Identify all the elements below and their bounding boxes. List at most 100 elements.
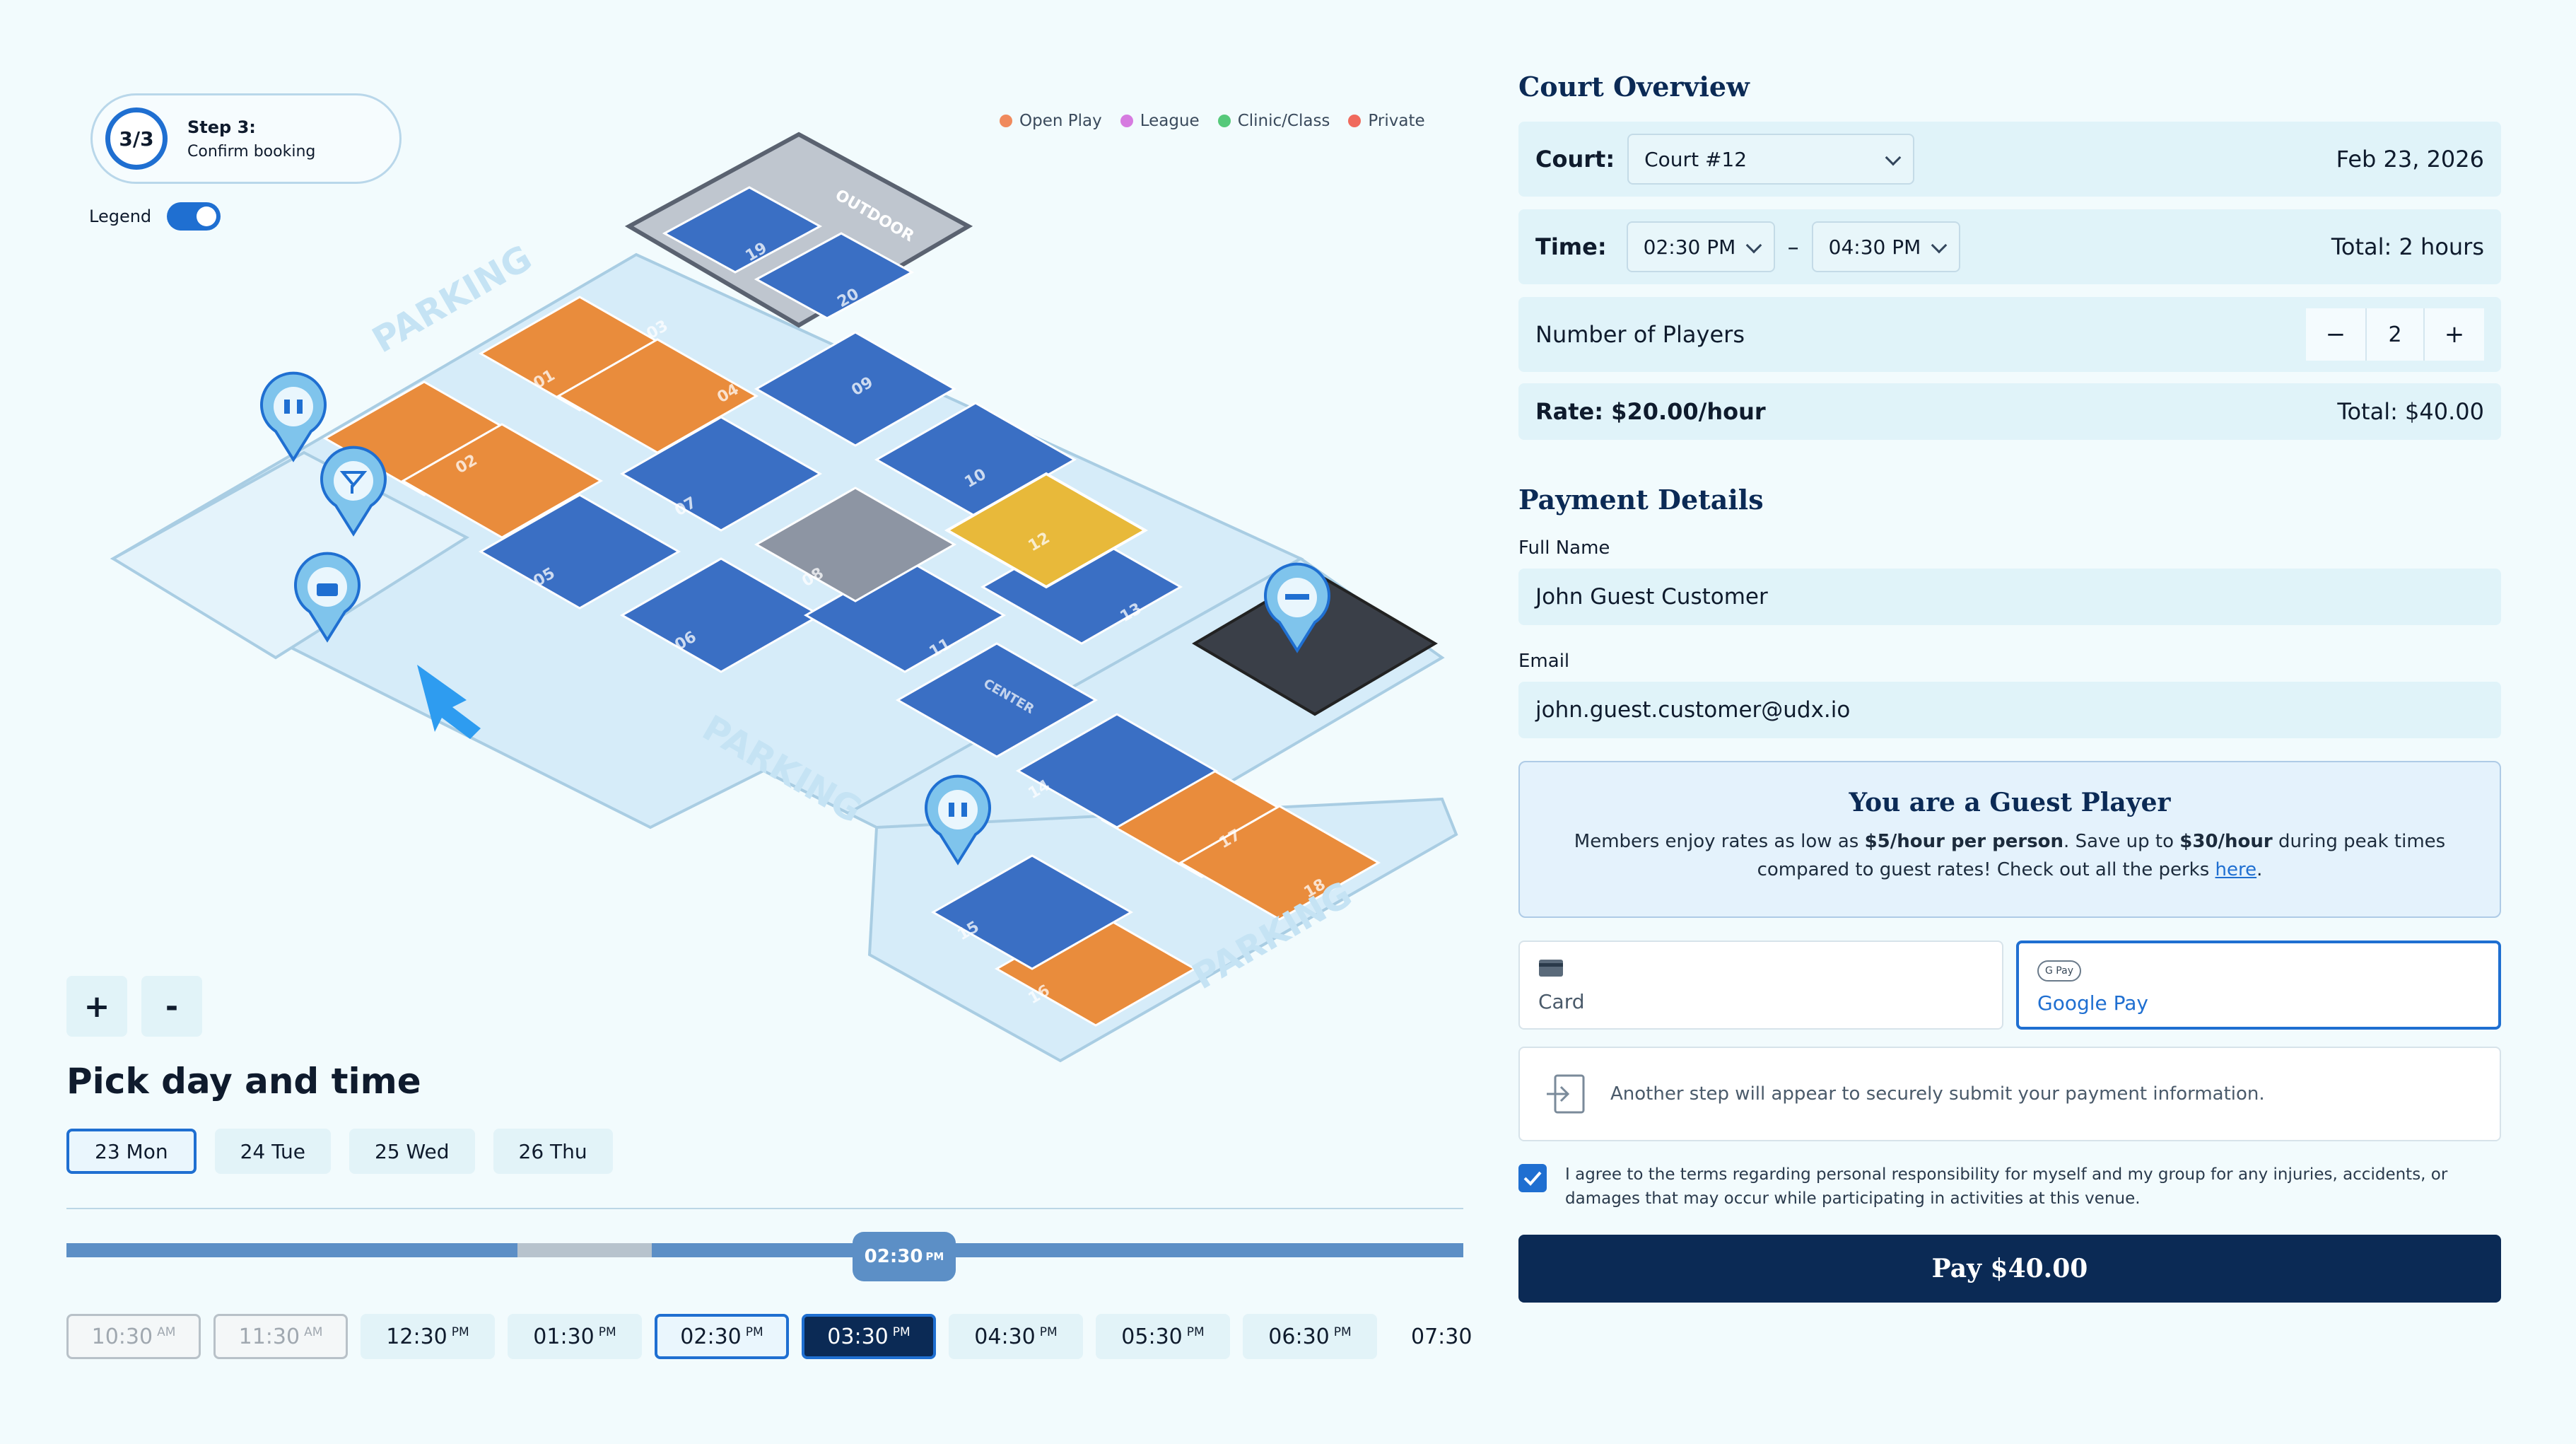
pick-day-time-title: Pick day and time [66, 1061, 421, 1102]
chevron-down-icon [1931, 237, 1947, 254]
increment-button[interactable]: + [2425, 308, 2484, 361]
court-12-selected [944, 472, 1149, 589]
bar-pin-icon [320, 446, 387, 537]
legend-item-private: Private [1348, 112, 1425, 130]
restroom-pin-icon [260, 371, 327, 462]
rate-total: Total: $40.00 [2337, 398, 2484, 425]
decrement-button[interactable]: − [2306, 308, 2365, 361]
outdoor-court-19 [662, 186, 823, 274]
outdoor-court-20 [754, 232, 915, 320]
day-selector: 23 Mon 24 Tue 25 Wed 26 Thu [66, 1129, 613, 1174]
shop-pin-icon [294, 552, 361, 643]
step-subtitle: Confirm booking [187, 142, 316, 161]
legend-switch[interactable] [167, 202, 221, 231]
open-play-courts [322, 296, 1381, 1027]
guest-player-banner: You are a Guest Player Members enjoy rat… [1518, 761, 2501, 918]
full-name-field[interactable]: John Guest Customer [1518, 569, 2501, 625]
timeline-divider [66, 1208, 1463, 1209]
legend-dot [1348, 115, 1362, 127]
court-08 [754, 487, 957, 602]
venue-map-panel: 3/3 Step 3: Confirm booking Legend Open … [66, 93, 1472, 1361]
court-select[interactable]: Court #12 [1627, 134, 1915, 185]
legend-item-open-play: Open Play [1000, 112, 1102, 130]
time-total: Total: 2 hours [2331, 233, 2484, 260]
credit-card-icon [1539, 960, 1563, 977]
time-separator: – [1787, 233, 1799, 260]
payment-details-title: Payment Details [1518, 484, 1764, 516]
legend-item-clinic: Clinic/Class [1217, 112, 1330, 130]
terms-checkbox[interactable] [1518, 1164, 1547, 1192]
time-row: Time: 02:30 PM – 04:30 PM Total: 2 hours [1518, 209, 2501, 284]
legend-item-league: League [1120, 112, 1200, 130]
court-label: Court: [1535, 146, 1615, 173]
gym-pin-icon [1264, 562, 1330, 653]
step-progress-ring: 3/3 [105, 107, 168, 170]
chevron-down-icon [1745, 237, 1762, 254]
players-label: Number of Players [1535, 321, 1745, 348]
legend-toggle-label: Legend [89, 206, 152, 226]
rate-row: Rate: $20.00/hour Total: $40.00 [1518, 383, 2501, 440]
end-time-select[interactable]: 04:30 PM [1811, 221, 1960, 272]
payment-info-box: Another step will appear to securely sub… [1518, 1047, 2501, 1141]
court-overview-title: Court Overview [1518, 71, 1750, 103]
start-time-select[interactable]: 02:30 PM [1626, 221, 1775, 272]
email-label: Email [1518, 651, 1570, 672]
payment-info-text: Another step will appear to securely sub… [1610, 1083, 2265, 1105]
court-row: Court: Court #12 Feb 23, 2026 [1518, 122, 2501, 197]
entrance-wing [110, 450, 470, 660]
booking-date: Feb 23, 2026 [2336, 146, 2484, 173]
players-value[interactable]: 2 [2365, 308, 2425, 361]
card-payment-option[interactable]: Card [1518, 941, 2003, 1030]
terms-agreement: I agree to the terms regarding personal … [1518, 1163, 2484, 1211]
restroom-pin-icon [925, 774, 991, 866]
zoom-out-button[interactable]: - [141, 976, 202, 1037]
card-label: Card [1538, 990, 1585, 1013]
terms-text: I agree to the terms regarding personal … [1565, 1165, 2448, 1208]
legend-dot [1217, 115, 1231, 127]
track-segment [66, 1243, 517, 1257]
time-range-track[interactable] [66, 1243, 1463, 1257]
guest-banner-title: You are a Guest Player [1849, 788, 2171, 817]
secure-redirect-icon [1547, 1074, 1585, 1114]
chevron-down-icon [1885, 149, 1902, 166]
day-option[interactable]: 23 Mon [66, 1129, 197, 1174]
rate-label: Rate: $20.00/hour [1535, 398, 1766, 425]
players-stepper: − 2 + [2306, 308, 2484, 361]
legend-list: Open Play League Clinic/Class Private [1000, 112, 1425, 130]
legend-toggle-row: Legend [89, 202, 221, 231]
full-name-label: Full Name [1518, 537, 1610, 559]
day-option[interactable]: 24 Tue [214, 1129, 331, 1174]
email-field[interactable]: john.guest.customer@udx.io [1518, 682, 2501, 738]
track-segment [652, 1243, 1463, 1257]
time-slot[interactable]: 07:30 [1411, 1324, 1473, 1349]
google-pay-label: Google Pay [2037, 991, 2148, 1015]
legend-dot [1120, 115, 1133, 127]
track-segment [517, 1243, 652, 1257]
google-pay-option[interactable]: G Pay Google Pay [2016, 941, 2501, 1030]
time-label: Time: [1535, 233, 1607, 260]
step-indicator: 3/3 Step 3: Confirm booking [90, 93, 402, 184]
zoom-in-button[interactable]: + [66, 976, 127, 1037]
venue-map[interactable]: OUTDOOR [99, 120, 1470, 1075]
legend-dot [1000, 115, 1012, 127]
pay-button[interactable]: Pay $40.00 [1518, 1235, 2501, 1303]
checkmark-icon [1523, 1171, 1542, 1186]
players-row: Number of Players − 2 + [1518, 297, 2501, 372]
day-option[interactable]: 26 Thu [493, 1129, 613, 1174]
perks-link[interactable]: here [2215, 859, 2257, 880]
day-option[interactable]: 25 Wed [349, 1129, 475, 1174]
step-title: Step 3: [187, 117, 256, 137]
entrance-arrow-icon [417, 665, 481, 739]
guest-banner-text: Members enjoy rates as low as $5/hour pe… [1574, 831, 2446, 880]
